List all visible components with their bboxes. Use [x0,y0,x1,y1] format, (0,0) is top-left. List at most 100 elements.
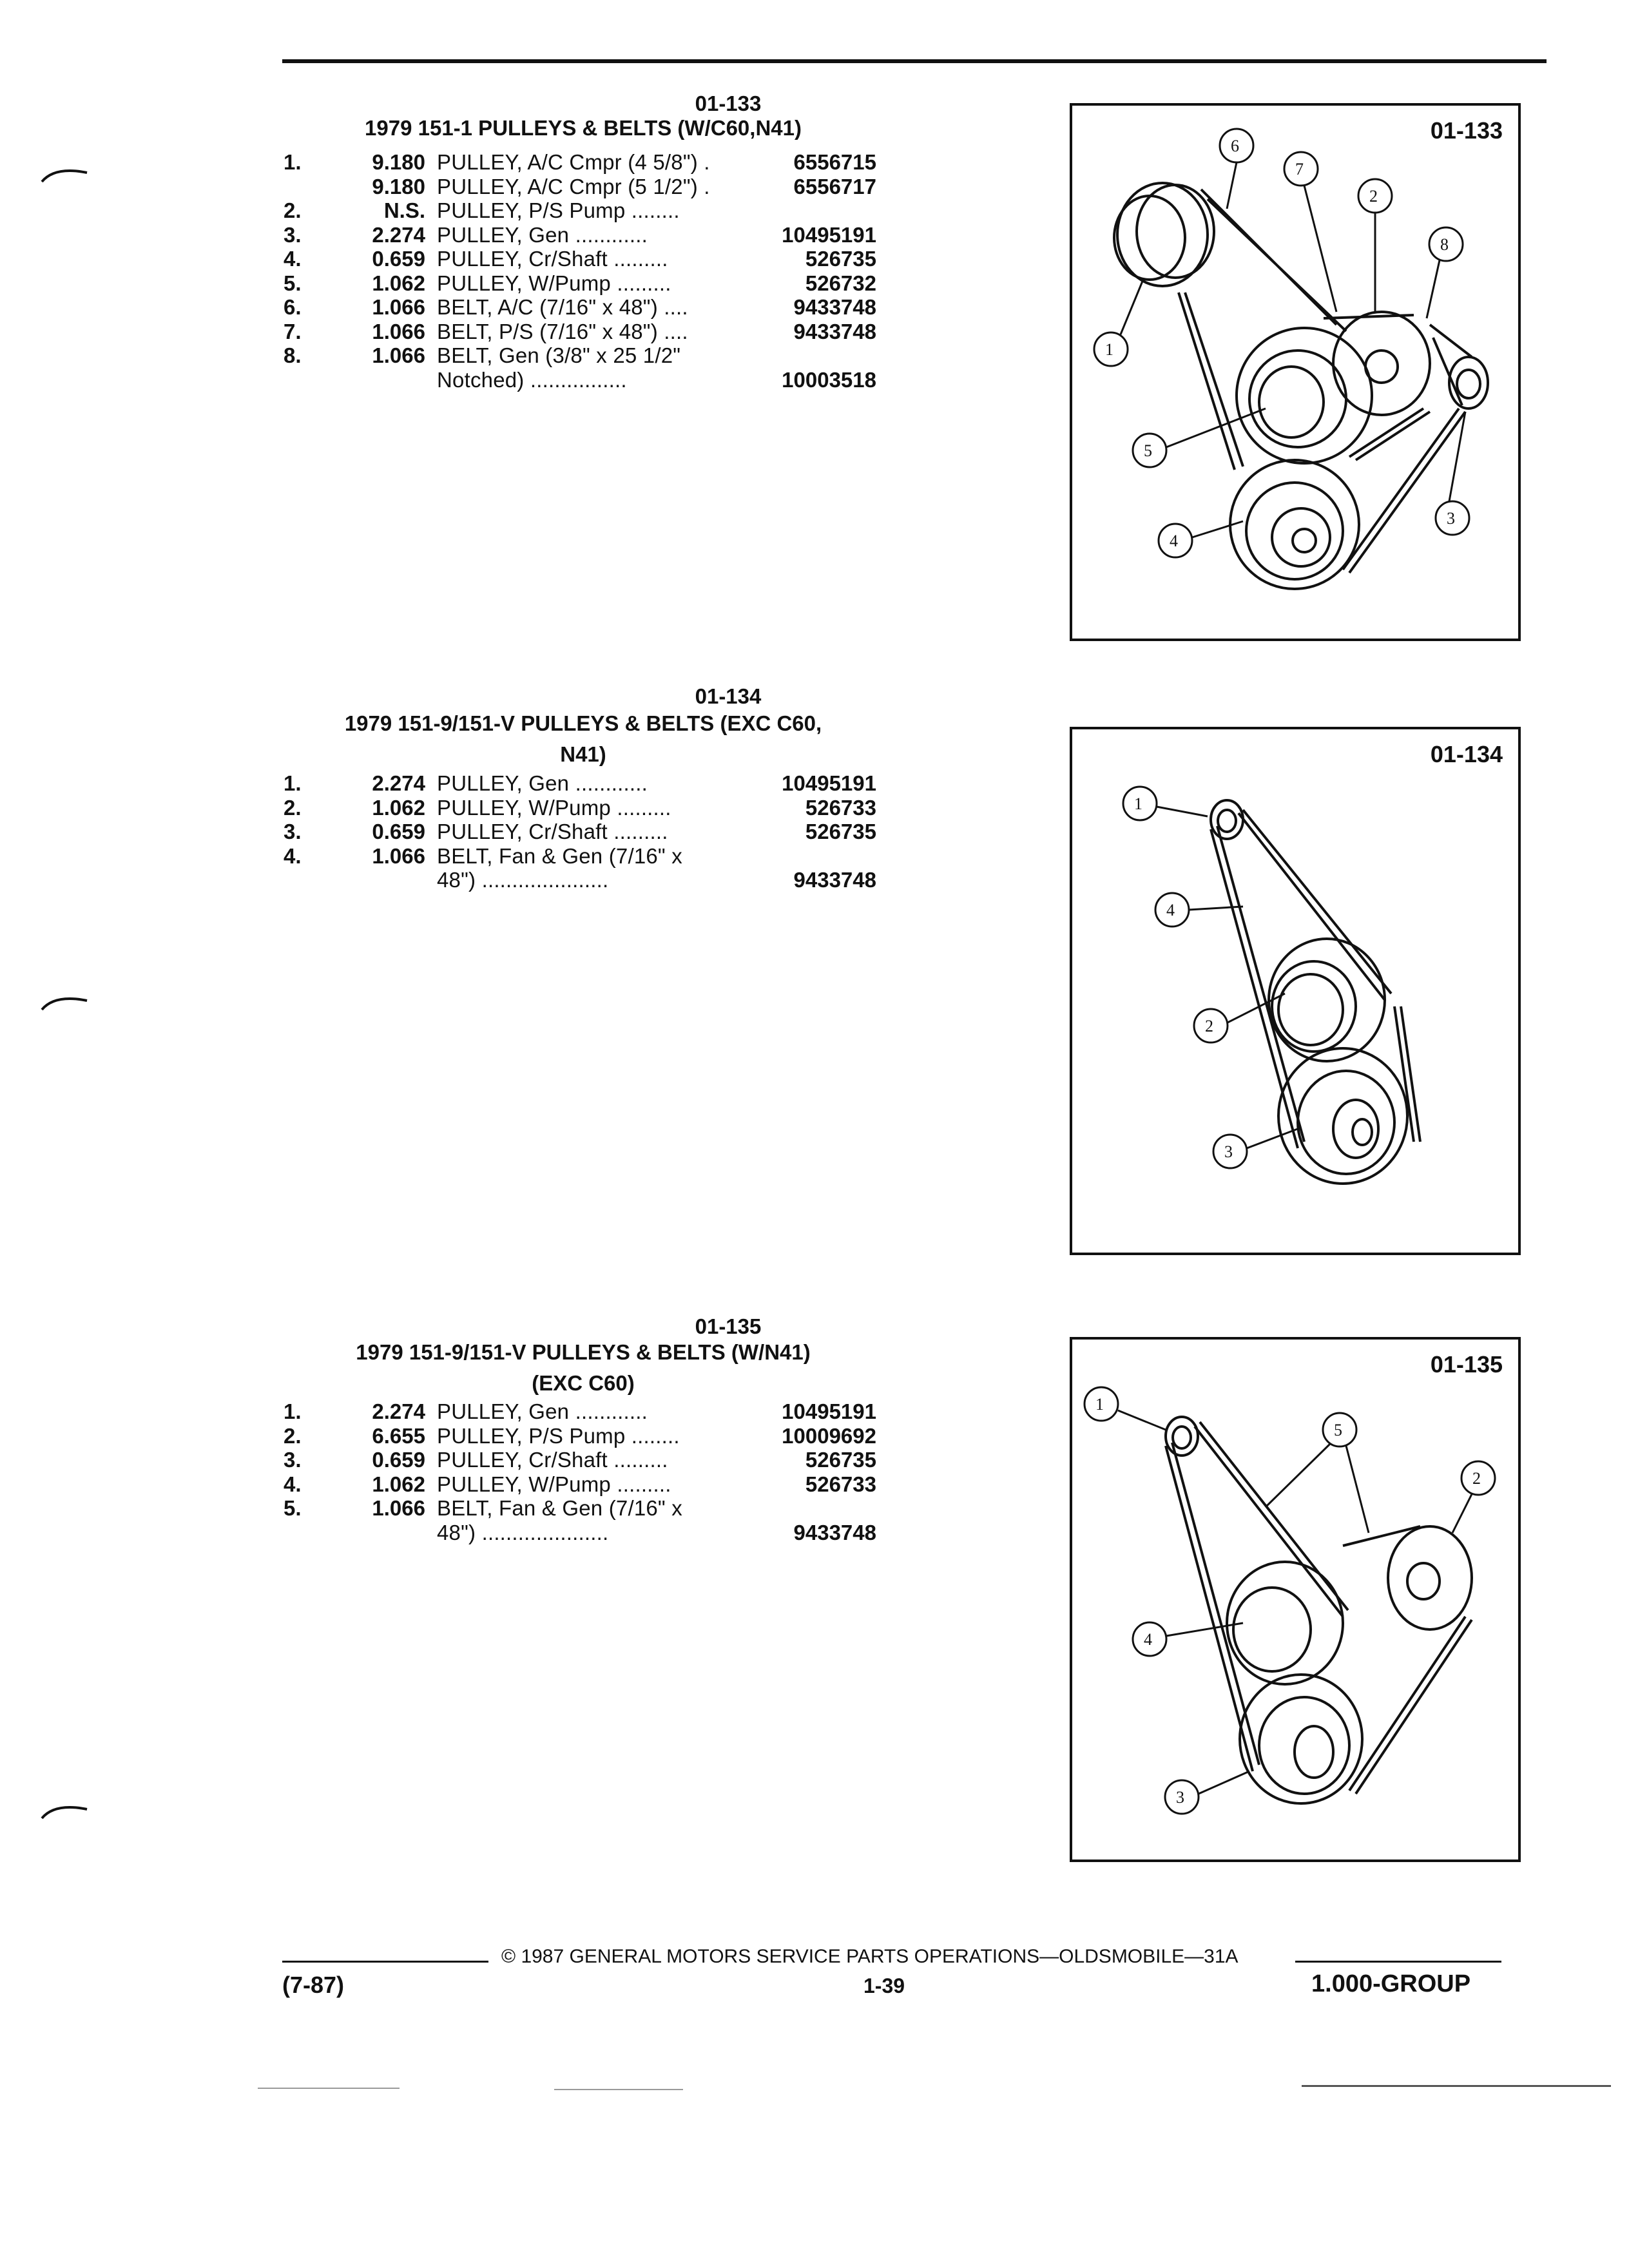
binding-mark [41,1806,88,1820]
section-title: 1979 151-9/151-V PULLEYS & BELTS (W/N41)… [284,1340,883,1396]
item-description: 48") ..................... [437,868,609,892]
generator-pulley-shape [1164,1416,1199,1457]
item-description: PULLEY, Cr/Shaft ......... [437,820,668,843]
binding-mark [41,169,88,183]
pulley-belt-diagram: 6 7 2 8 1 5 3 4 [1093,128,1489,590]
svg-text:2: 2 [1369,187,1378,206]
generator-pulley-shape [1448,356,1489,410]
item-quantity: 6.655 [372,1423,425,1448]
item-number: 4. [284,1472,302,1496]
revision-date: (7-87) [282,1972,345,1998]
item-part-number: 10495191 [782,222,876,247]
scan-line [1302,2085,1611,2087]
ps-belt [1323,314,1431,461]
scan-line [258,2088,400,2089]
section-title-line: N41) [560,742,606,766]
item-part-number: 10495191 [782,1399,876,1423]
item-description: PULLEY, Cr/Shaft ......... [437,1448,668,1472]
item-number: 4. [284,843,302,868]
item-quantity: 2.274 [372,222,425,247]
svg-text:8: 8 [1440,235,1449,254]
item-description: Notched) ................ [437,367,627,392]
item-number: 2. [284,198,302,222]
pulley-belt-diagram: 1 4 2 3 [1122,785,1422,1185]
crank-pulley-shape [1277,1047,1409,1185]
item-quantity: 1.066 [372,843,425,868]
item-quantity: 1.062 [372,795,425,820]
pulley-belt-diagram: 1 5 2 4 3 [1083,1386,1496,1815]
item-part-number: 6556717 [793,174,876,198]
figure-01-134: 01-134 1 4 [1070,727,1521,1255]
item-part-number: 526735 [805,247,876,271]
item-description: PULLEY, P/S Pump ........ [437,198,680,222]
group-label: 1.000-GROUP [1311,1970,1471,1997]
item-description: PULLEY, Gen ............ [437,771,648,795]
svg-text:4: 4 [1170,532,1178,550]
item-number: 1. [284,1399,302,1423]
item-quantity: 1.066 [372,343,425,367]
svg-text:4: 4 [1166,901,1175,919]
fan-gen-belt [1210,809,1422,1149]
item-description: BELT, A/C (7/16" x 48") .... [437,295,688,319]
item-quantity: 0.659 [372,247,425,271]
item-description: PULLEY, W/Pump ......... [437,1472,671,1496]
parts-list-row: 2. 1.062 PULLEY, W/Pump ......... 526733 [284,796,876,820]
item-number: 7. [284,319,302,343]
item-description: PULLEY, W/Pump ......... [437,795,671,820]
crank-pulley-shape [1229,459,1360,590]
item-part-number: 526732 [805,271,876,295]
section-code: 01-135 [695,1314,762,1338]
section-title-line: 1979 151-9/151-V PULLEYS & BELTS (W/N41) [356,1340,811,1364]
item-number: 2. [284,795,302,820]
item-description: PULLEY, Gen ............ [437,1399,648,1423]
section-code: 01-133 [695,91,762,115]
svg-text:2: 2 [1472,1469,1481,1488]
figure-label: 01-135 [1430,1351,1503,1378]
item-part-number: 9433748 [793,319,876,343]
item-part-number: 10003518 [782,367,876,392]
item-number: 1. [284,771,302,795]
parts-list-row: 2.N.S.PULLEY, P/S Pump ........ [284,198,876,223]
item-number: 3. [284,820,302,843]
figure-01-135: 01-135 1 5 2 [1070,1337,1521,1862]
item-description: PULLEY, Gen ............ [437,222,648,247]
item-number: 4. [284,247,302,271]
svg-text:3: 3 [1447,509,1455,528]
item-number: 3. [284,1448,302,1472]
item-description: BELT, Fan & Gen (7/16" x [437,1496,682,1520]
item-quantity: 0.659 [372,1448,425,1472]
svg-text:4: 4 [1144,1630,1152,1649]
page-number: 1-39 [863,1974,905,1997]
item-number: 5. [284,271,302,295]
parts-list-row: 4. 1.062 PULLEY, W/Pump ......... 526733 [284,1472,876,1497]
item-part-number: 526733 [805,1472,876,1496]
svg-text:3: 3 [1176,1788,1184,1807]
item-number: 3. [284,222,302,247]
svg-text:7: 7 [1295,160,1304,178]
item-quantity: 1.062 [372,1472,425,1496]
figure-label: 01-133 [1430,117,1503,144]
footer-rule-left [282,1961,488,1963]
section-title: 1979 151-9/151-V PULLEYS & BELTS (EXC C6… [284,711,883,767]
item-part-number: 526733 [805,795,876,820]
section-title-line: 1979 151-9/151-V PULLEYS & BELTS (EXC C6… [344,711,822,735]
item-part-number: 9433748 [793,295,876,319]
footer-rule-right [1295,1961,1501,1963]
svg-text:5: 5 [1334,1421,1342,1439]
svg-text:3: 3 [1224,1142,1233,1161]
svg-text:5: 5 [1144,441,1152,460]
svg-text:1: 1 [1105,340,1113,359]
